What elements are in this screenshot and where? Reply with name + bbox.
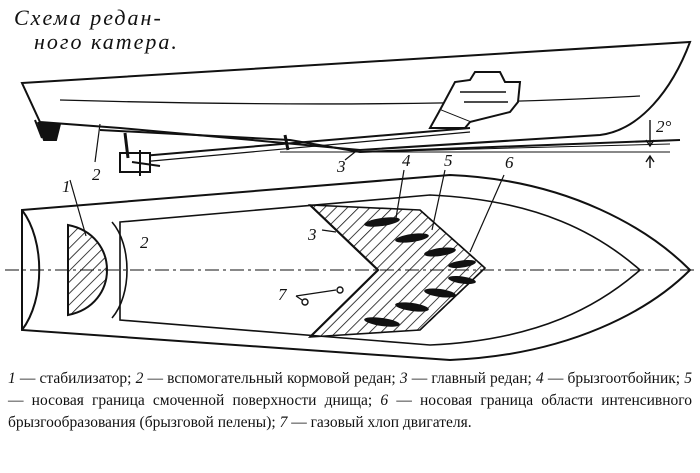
boat-diagram: 2° 2 3	[5, 40, 695, 362]
label-7: 7	[278, 285, 288, 304]
label-4: 4	[402, 151, 411, 170]
legend-item: 1 — стабилизатор;	[8, 370, 132, 387]
hull-chine-line	[59, 95, 641, 105]
hull-side-outline	[20, 40, 692, 152]
legend-item: 5 — носовая граница смоченной поверхност…	[8, 370, 692, 409]
legend-item: 4 — брызгоотбойник;	[536, 370, 681, 387]
strut-2	[283, 134, 290, 151]
propeller-icon	[119, 150, 161, 176]
legend-item: 7 — газовый хлоп двигателя.	[279, 414, 472, 431]
figure-title-line-2: ного катера.	[34, 29, 179, 54]
outboard-motor	[428, 71, 522, 129]
side-view	[20, 40, 692, 176]
label-1: 1	[62, 177, 71, 196]
label-3-plan: 3	[307, 225, 317, 244]
stabilizer-plan[interactable]	[67, 223, 108, 317]
main-step-plan	[309, 204, 380, 338]
label-6: 6	[505, 153, 514, 172]
hull-plan-outline	[21, 173, 692, 362]
legend-item: 3 — главный редан;	[399, 370, 532, 387]
legend-item: 6 — носовая граница области интенсивного…	[8, 392, 693, 431]
hull-plan-inner	[119, 194, 642, 346]
angle-label: 2°	[656, 117, 672, 136]
figure-title-line-1: Схема редан-	[14, 5, 163, 30]
shaft-line	[129, 127, 471, 158]
spray-boundary-line	[419, 209, 487, 331]
label-5: 5	[444, 151, 453, 170]
wetted-area	[307, 204, 487, 338]
exhaust-marker-upper	[336, 286, 344, 294]
spray-rails	[364, 217, 476, 327]
label-3-side: 3	[336, 157, 346, 176]
exhaust-marker-lower	[301, 298, 309, 306]
plan-view	[5, 169, 695, 362]
label-2-plan: 2	[140, 233, 149, 252]
legend: 1 — стабилизатор; 2 — вспомогательный ко…	[8, 368, 692, 434]
stabilizer-fin	[37, 121, 61, 141]
figure-title: Схема редан- ного катера.	[14, 6, 179, 54]
label-2-side: 2	[92, 165, 101, 184]
transom-plan	[21, 209, 41, 331]
legend-item: 2 — вспомогательный кормовой редан;	[135, 370, 396, 387]
transom-line	[34, 119, 43, 139]
aux-step-plan	[111, 221, 128, 319]
strut-1	[123, 132, 130, 159]
bottom-line	[99, 129, 681, 154]
